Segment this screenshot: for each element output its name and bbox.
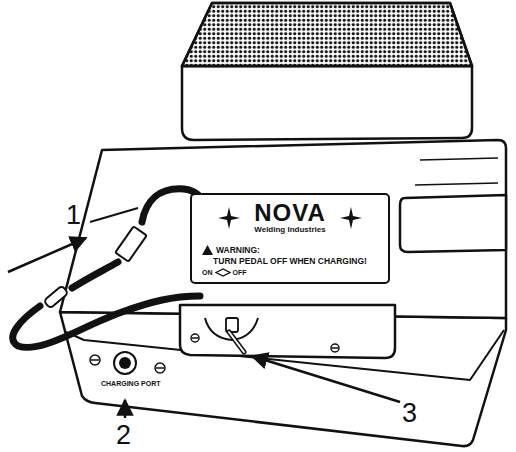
wire-connector: [44, 226, 147, 308]
pedal-tread-outline: [182, 3, 472, 66]
warning-triangle: [202, 245, 213, 255]
part-label: CHARGING PORT: [101, 380, 161, 387]
star-ornament: [340, 207, 362, 229]
switch-position: ON: [202, 269, 213, 276]
callout-number: 1: [66, 200, 81, 231]
switch-position: OFF: [233, 269, 247, 276]
brand-name: NOVA: [254, 201, 326, 225]
warning-text: TURN PEDAL OFF WHEN CHARGING!: [213, 256, 367, 266]
wire: [13, 189, 212, 348]
charging-port: [114, 352, 136, 374]
brand-subtitle: Welding Industries: [254, 225, 325, 235]
toggle-switch: [226, 318, 244, 352]
pedal-tread: [182, 3, 472, 66]
star-ornament: [218, 207, 240, 229]
switch-diamond: [215, 268, 231, 277]
label-plate: NOVAWelding IndustriesWARNING:TURN PEDAL…: [190, 193, 390, 284]
callout-number: 2: [116, 420, 131, 451]
base-groove: [415, 158, 498, 185]
plate-housing: [180, 305, 395, 358]
recess: [400, 195, 506, 252]
warning-heading: WARNING:: [216, 245, 260, 255]
callout-number: 3: [402, 398, 417, 429]
pedal-front: [182, 66, 472, 140]
base-top: [60, 140, 506, 318]
